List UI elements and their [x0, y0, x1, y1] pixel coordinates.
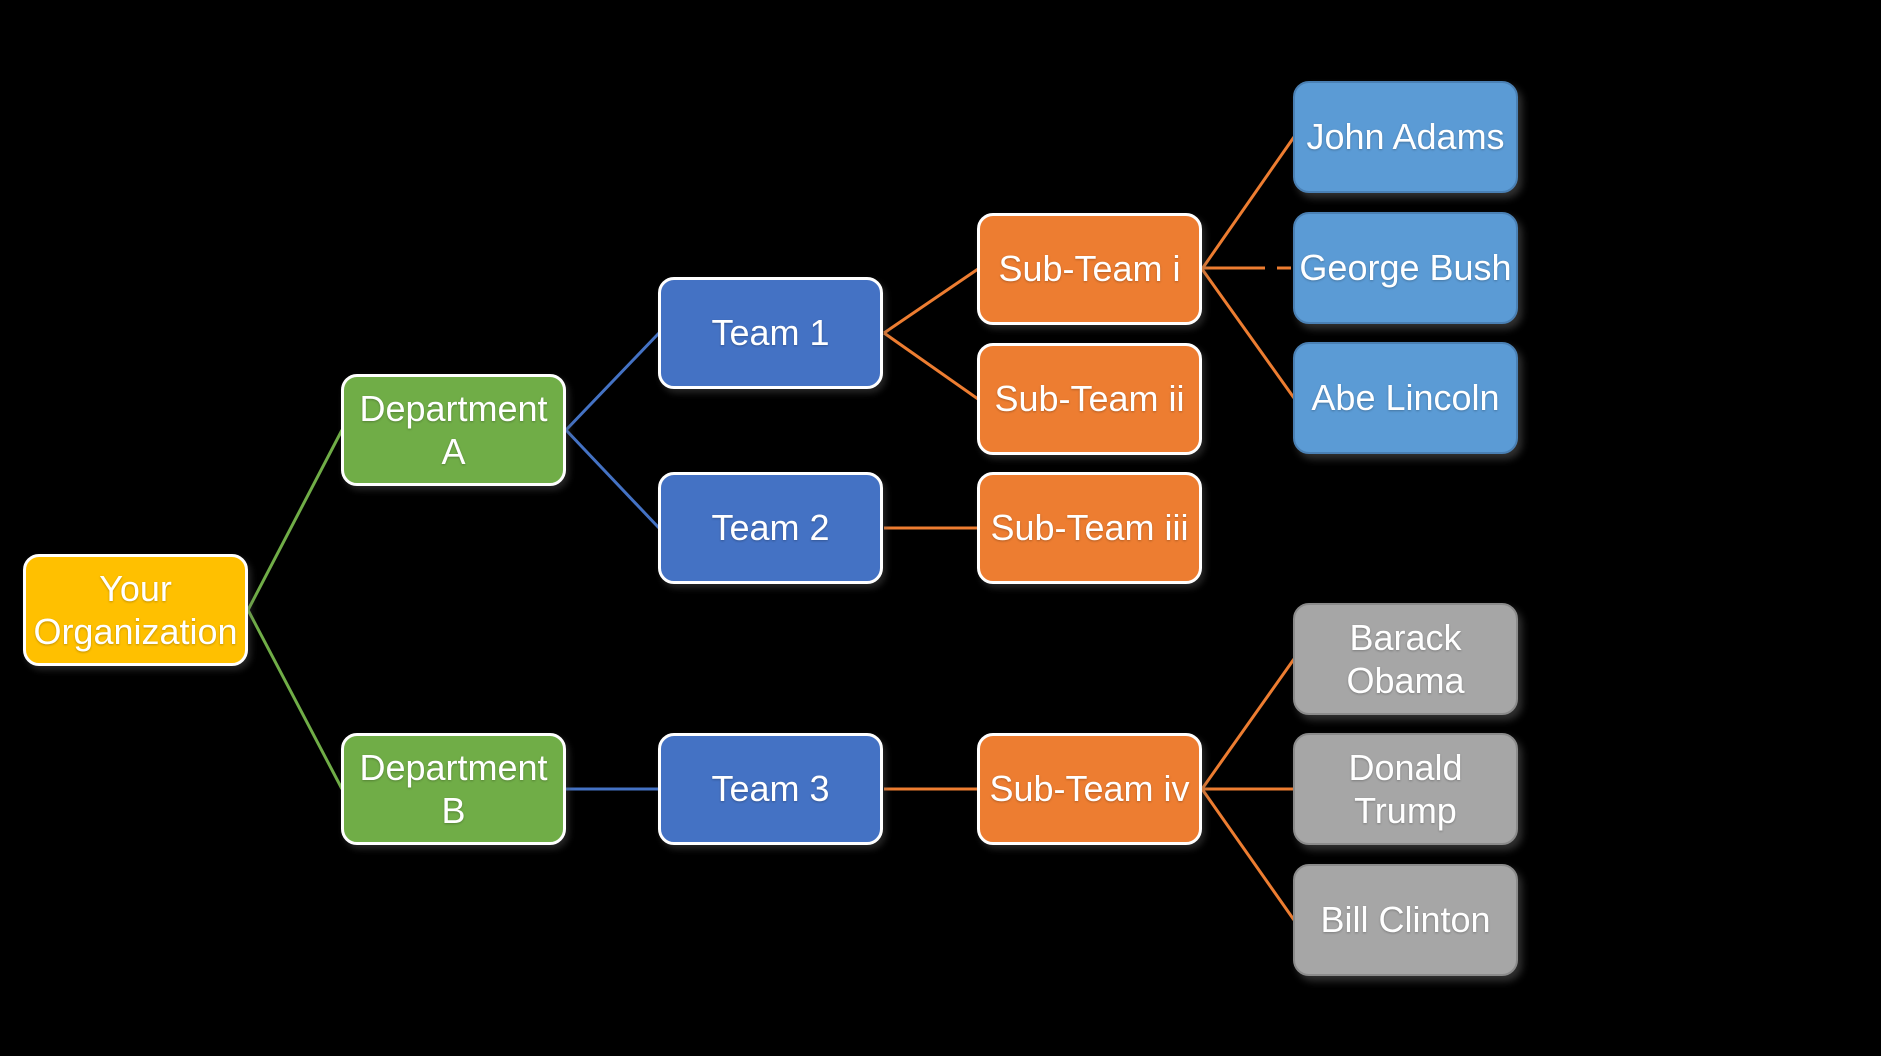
node-sub-team-i[interactable]: Sub-Team i [977, 213, 1202, 325]
node-label: Sub-Team ii [994, 378, 1185, 420]
node-department-a[interactable]: Department A [341, 374, 566, 486]
node-sub-team-iv[interactable]: Sub-Team iv [977, 733, 1202, 845]
edge-sub-team-iv-barack-obama [1200, 658, 1296, 790]
edge-team-1-sub-team-ii [883, 331, 979, 401]
edge-team-1-sub-team-i [883, 267, 979, 335]
edge-department-a-team-2 [564, 428, 661, 530]
node-label: Team 2 [711, 507, 830, 549]
node-bill-clinton[interactable]: Bill Clinton [1293, 864, 1518, 976]
node-label: Department B [359, 746, 548, 831]
node-sub-team-ii[interactable]: Sub-Team ii [977, 343, 1202, 455]
node-label: Abe Lincoln [1311, 377, 1500, 419]
node-label: George Bush [1299, 247, 1512, 289]
edge-sub-team-i-john-adams [1200, 136, 1296, 270]
node-label: Sub-Team i [998, 248, 1181, 290]
node-label: Department A [359, 387, 548, 472]
node-george-bush[interactable]: George Bush [1293, 212, 1518, 324]
node-label: Barack Obama [1346, 616, 1465, 701]
node-sub-team-iii[interactable]: Sub-Team iii [977, 472, 1202, 584]
edge-department-a-team-1 [564, 331, 661, 432]
node-label: Bill Clinton [1320, 899, 1491, 941]
edge-root-department-b [246, 609, 344, 790]
node-label: Team 3 [711, 768, 830, 810]
node-label: Your Organization [33, 567, 238, 652]
node-donald-trump[interactable]: Donald Trump [1293, 733, 1518, 845]
node-team-2[interactable]: Team 2 [658, 472, 883, 584]
node-your-organization[interactable]: Your Organization [23, 554, 248, 666]
node-barack-obama[interactable]: Barack Obama [1293, 603, 1518, 715]
node-label: Team 1 [711, 312, 830, 354]
edge-sub-team-i-abe-lincoln [1200, 268, 1296, 399]
edge-sub-team-iv-bill-clinton [1200, 788, 1296, 921]
node-department-b[interactable]: Department B [341, 733, 566, 845]
node-label: Sub-Team iii [990, 507, 1189, 549]
node-label: Sub-Team iv [989, 768, 1190, 810]
edge-root-department-a [246, 429, 344, 611]
node-label: Donald Trump [1348, 746, 1463, 831]
node-team-3[interactable]: Team 3 [658, 733, 883, 845]
node-team-1[interactable]: Team 1 [658, 277, 883, 389]
node-john-adams[interactable]: John Adams [1293, 81, 1518, 193]
node-abe-lincoln[interactable]: Abe Lincoln [1293, 342, 1518, 454]
node-label: John Adams [1306, 116, 1505, 158]
